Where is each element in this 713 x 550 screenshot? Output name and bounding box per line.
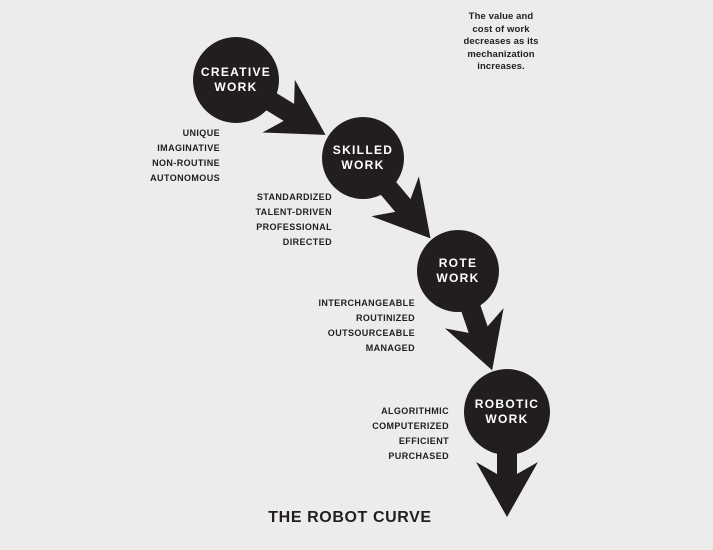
descriptor: NON-ROUTINE — [152, 158, 220, 168]
stage-circle-robotic-work: ROBOTIC WORK — [464, 369, 550, 455]
stage-label-line: WORK — [485, 412, 529, 426]
stage-circle-creative-work: CREATIVE WORK — [193, 37, 279, 123]
descriptor: COMPUTERIZED — [372, 421, 449, 431]
descriptor: DIRECTED — [282, 237, 332, 247]
descriptor: PURCHASED — [388, 451, 449, 461]
stage-label-line: ROTE — [438, 256, 478, 270]
descriptor: INTERCHANGEABLE — [318, 298, 415, 308]
descriptor: STANDARDIZED — [256, 192, 332, 202]
stage-label-line: WORK — [341, 158, 385, 172]
descriptor: OUTSOURCEABLE — [327, 328, 415, 338]
descriptor: EFFICIENT — [398, 436, 449, 446]
stage-label-line: WORK — [214, 80, 258, 94]
note-line: cost of work — [472, 23, 530, 35]
note-line: increases. — [477, 61, 525, 72]
descriptor: ALGORITHMIC — [381, 406, 449, 416]
stage-label-line: CREATIVE — [200, 65, 272, 79]
note-line: decreases as its — [463, 36, 539, 47]
descriptor: UNIQUE — [182, 128, 220, 138]
diagram-title: THE ROBOT CURVE — [268, 509, 432, 526]
descriptor-list-creative-work: UNIQUE IMAGINATIVE NON-ROUTINE AUTONOMOU… — [150, 126, 220, 186]
note-line: mechanization — [467, 48, 535, 60]
descriptor: PROFESSIONAL — [256, 222, 332, 232]
stage-label-line: WORK — [436, 271, 480, 285]
arrow-robotic-down-icon — [476, 412, 538, 517]
stage-label-line: ROBOTIC — [474, 397, 540, 411]
stage-circle-rote-work: ROTE WORK — [417, 230, 499, 312]
descriptor: IMAGINATIVE — [157, 143, 220, 153]
note-line: The value and — [468, 11, 534, 22]
descriptor-list-rote-work: INTERCHANGEABLE ROUTINIZED OUTSOURCEABLE… — [318, 296, 415, 356]
descriptor: ROUTINIZED — [356, 313, 415, 323]
descriptor: TALENT-DRIVEN — [255, 207, 332, 217]
descriptor: AUTONOMOUS — [150, 173, 220, 183]
stage-circle-skilled-work: SKILLED WORK — [322, 117, 404, 199]
stage-label-line: SKILLED — [332, 143, 394, 157]
descriptor-list-skilled-work: STANDARDIZED TALENT-DRIVEN PROFESSIONAL … — [255, 190, 332, 250]
descriptor: MANAGED — [365, 343, 415, 353]
descriptor-list-robotic-work: ALGORITHMIC COMPUTERIZED EFFICIENT PURCH… — [372, 404, 449, 464]
note-text: The value and cost of work decreases as … — [446, 11, 556, 74]
